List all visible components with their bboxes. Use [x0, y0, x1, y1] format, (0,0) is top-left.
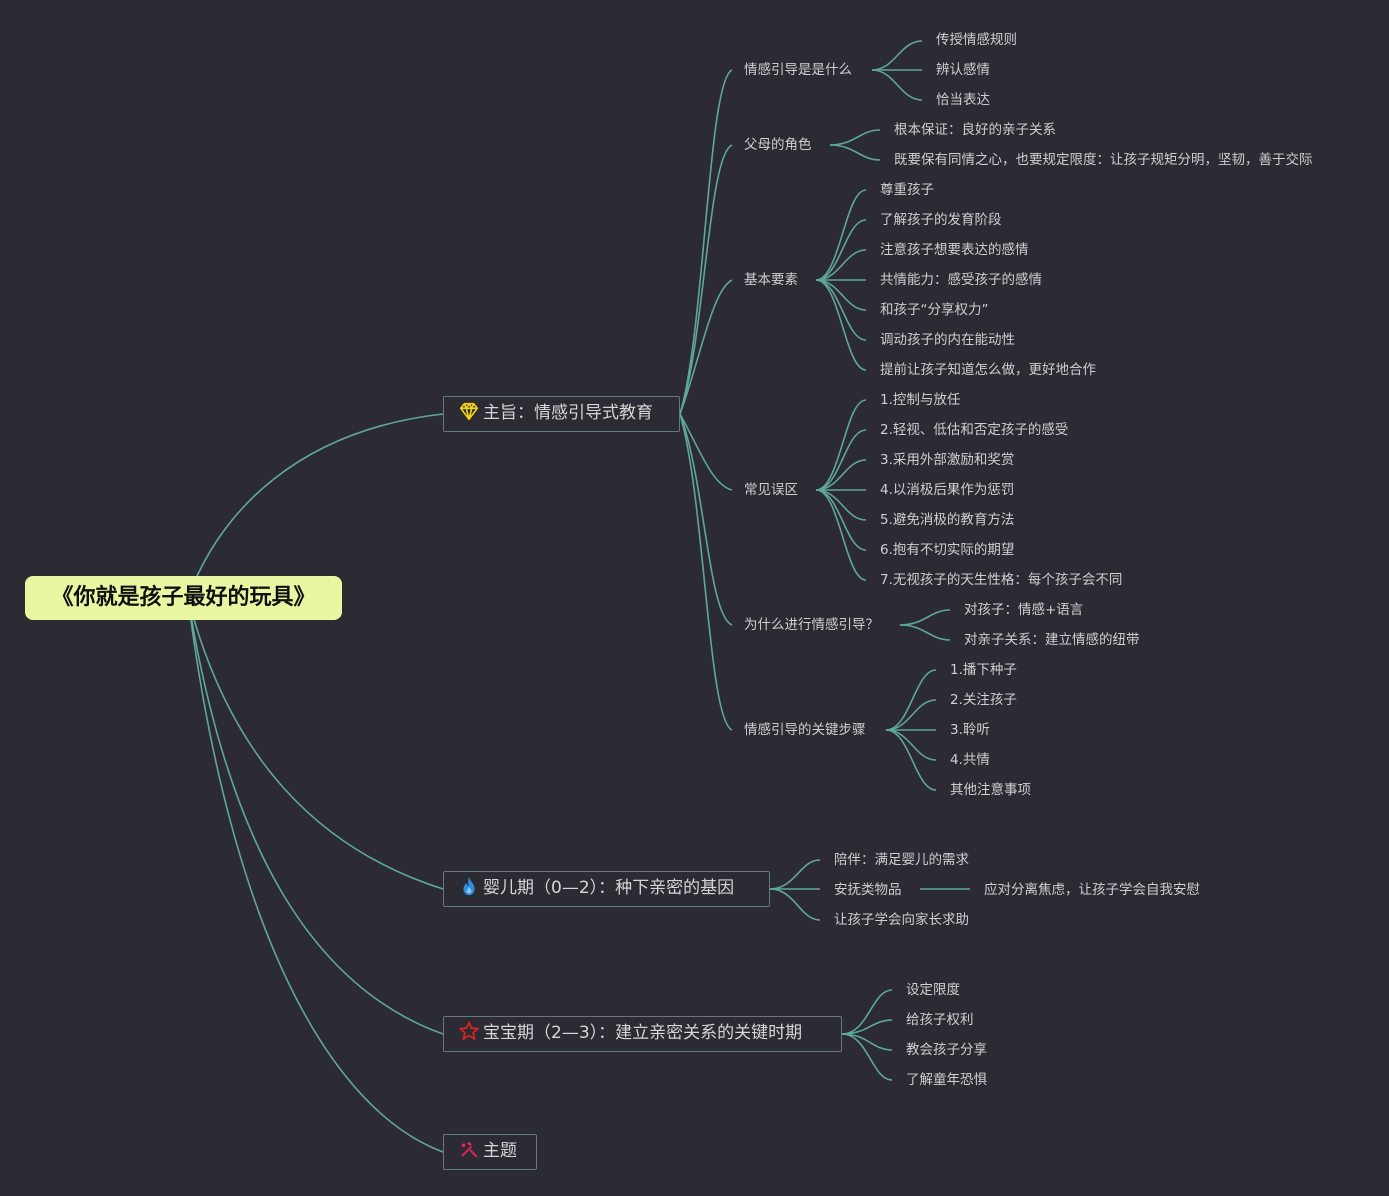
- list-item[interactable]: 了解童年恐惧: [906, 1072, 987, 1088]
- list-item[interactable]: 尊重孩子: [880, 182, 934, 198]
- diamond-icon: [458, 400, 480, 422]
- list-item[interactable]: 教会孩子分享: [906, 1042, 987, 1058]
- list-item[interactable]: 其他注意事项: [950, 782, 1031, 798]
- list-item[interactable]: 对亲子关系：建立情感的纽带: [964, 632, 1140, 648]
- list-item[interactable]: 对孩子：情感+语言: [964, 602, 1084, 618]
- list-item[interactable]: 5.避免消极的教育方法: [880, 512, 1015, 528]
- list-item[interactable]: 应对分离焦虑，让孩子学会自我安慰: [984, 882, 1200, 898]
- list-item[interactable]: 和孩子“分享权力”: [880, 302, 989, 318]
- list-item[interactable]: 既要保有同情之心，也要规定限度：让孩子规矩分明，坚韧，善于交际: [894, 152, 1313, 168]
- list-item[interactable]: 3.聆听: [950, 722, 990, 738]
- root-topic[interactable]: 《你就是孩子最好的玩具》: [25, 576, 342, 620]
- branch-topic[interactable]: 主题: [443, 1134, 537, 1170]
- branch-main-theme[interactable]: 主旨：情感引导式教育: [443, 396, 680, 432]
- group-parent-role[interactable]: 父母的角色: [744, 137, 812, 153]
- tools-icon: [458, 1138, 480, 1160]
- branch-infancy[interactable]: 婴儿期（0—2）：种下亲密的基因: [443, 871, 770, 907]
- list-item[interactable]: 了解孩子的发育阶段: [880, 212, 1002, 228]
- group-basic-elements[interactable]: 基本要素: [744, 272, 798, 288]
- list-item[interactable]: 让孩子学会向家长求助: [834, 912, 969, 928]
- list-item[interactable]: 共情能力：感受孩子的感情: [880, 272, 1042, 288]
- list-item[interactable]: 恰当表达: [936, 92, 990, 108]
- branch-label: 主题: [483, 1141, 517, 1161]
- list-item[interactable]: 安抚类物品: [834, 882, 902, 898]
- list-item[interactable]: 3.采用外部激励和奖赏: [880, 452, 1015, 468]
- list-item[interactable]: 1.控制与放任: [880, 392, 961, 408]
- branch-label: 婴儿期（0—2）：种下亲密的基因: [483, 878, 735, 898]
- list-item[interactable]: 2.关注孩子: [950, 692, 1017, 708]
- group-common-mistakes[interactable]: 常见误区: [744, 482, 798, 498]
- group-key-steps[interactable]: 情感引导的关键步骤: [744, 722, 866, 738]
- list-item[interactable]: 提前让孩子知道怎么做，更好地合作: [880, 362, 1096, 378]
- list-item[interactable]: 1.播下种子: [950, 662, 1017, 678]
- branch-toddler[interactable]: 宝宝期（2—3）：建立亲密关系的关键时期: [443, 1016, 842, 1052]
- list-item[interactable]: 给孩子权利: [906, 1012, 974, 1028]
- list-item[interactable]: 设定限度: [906, 982, 960, 998]
- group-why[interactable]: 为什么进行情感引导？: [744, 617, 879, 633]
- branch-label: 宝宝期（2—3）：建立亲密关系的关键时期: [483, 1023, 803, 1043]
- list-item[interactable]: 调动孩子的内在能动性: [880, 332, 1015, 348]
- branch-label: 主旨：情感引导式教育: [483, 403, 653, 423]
- list-item[interactable]: 4.共情: [950, 752, 990, 768]
- list-item[interactable]: 根本保证：良好的亲子关系: [894, 122, 1056, 138]
- group-what-is[interactable]: 情感引导是是什么: [744, 62, 852, 78]
- list-item[interactable]: 注意孩子想要表达的感情: [880, 242, 1029, 258]
- list-item[interactable]: 传授情感规则: [936, 32, 1017, 48]
- list-item[interactable]: 7.无视孩子的天生性格：每个孩子会不同: [880, 572, 1123, 588]
- list-item[interactable]: 4.以消极后果作为惩罚: [880, 482, 1015, 498]
- list-item[interactable]: 2.轻视、低估和否定孩子的感受: [880, 422, 1069, 438]
- list-item[interactable]: 陪伴：满足婴儿的需求: [834, 852, 969, 868]
- list-item[interactable]: 6.抱有不切实际的期望: [880, 542, 1015, 558]
- flame-icon: [458, 875, 480, 897]
- star-icon: [458, 1020, 480, 1042]
- list-item[interactable]: 辨认感情: [936, 62, 990, 78]
